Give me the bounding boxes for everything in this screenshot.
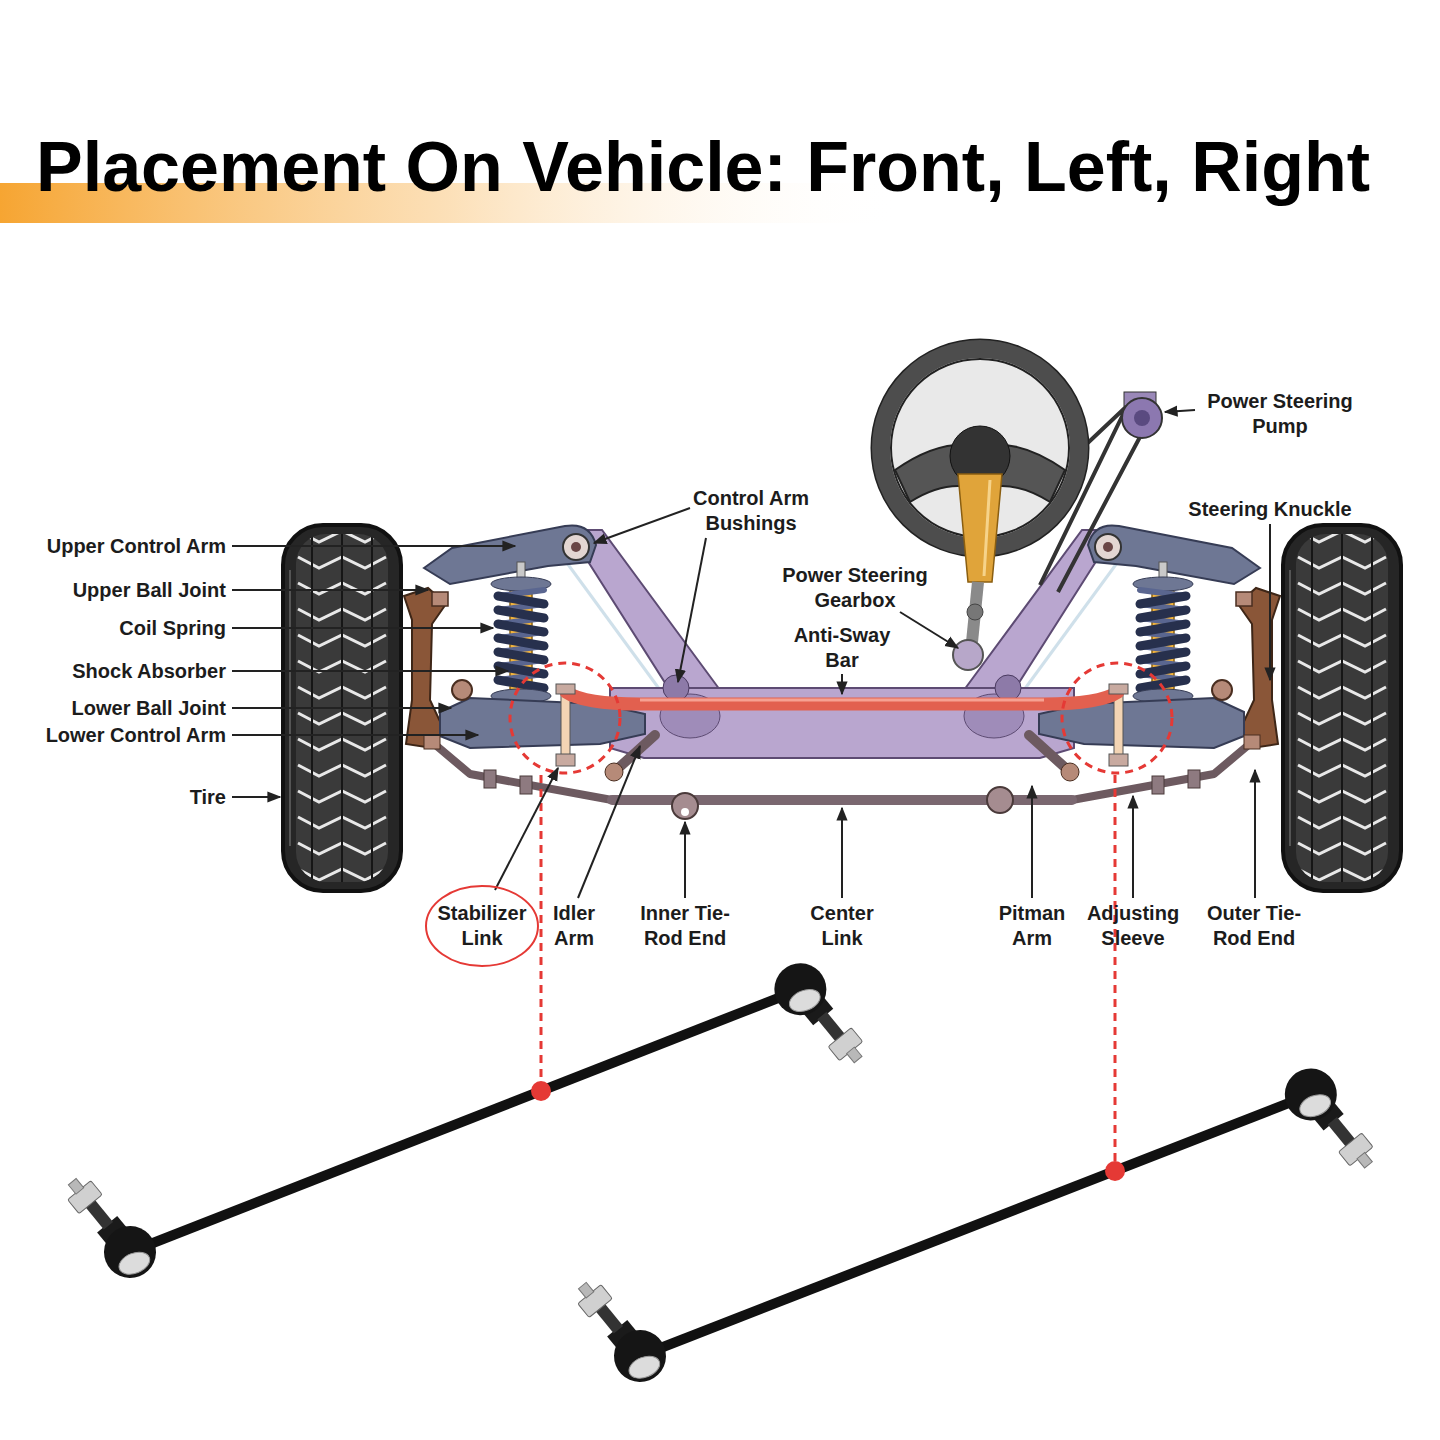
leader-line — [232, 589, 428, 591]
part-label: Tire — [0, 785, 226, 810]
placement-line — [540, 775, 543, 1091]
crossmember — [610, 688, 1074, 758]
part-label: Steering Knuckle — [1170, 497, 1370, 522]
leader-line — [900, 612, 958, 648]
tie-rod-joint — [987, 787, 1013, 813]
joint-pin — [681, 808, 689, 816]
part-label: Upper Ball Joint — [0, 578, 226, 603]
leader-line — [1031, 786, 1033, 898]
placement-line — [1114, 775, 1117, 1171]
part-label: Power Steering Gearbox — [770, 563, 940, 613]
pump-pulley — [1134, 410, 1150, 426]
bar-highlight — [640, 699, 1044, 702]
part-label: Power Steering Pump — [1195, 389, 1365, 439]
suspension-right — [1029, 525, 1280, 800]
part-label: Outer Tie-Rod End — [1192, 901, 1316, 951]
leader-line — [684, 822, 686, 898]
page-title: Placement On Vehicle: Front, Left, Right — [36, 127, 1370, 207]
part-label: Lower Ball Joint — [0, 696, 226, 721]
steering-gearbox — [953, 640, 983, 670]
leader-line — [841, 808, 843, 898]
part-label: Lower Control Arm — [0, 723, 226, 748]
leader-line — [232, 796, 280, 798]
leader-line — [1132, 796, 1134, 898]
callout-ellipse: Stabilizer Link — [424, 884, 540, 968]
leader-line — [495, 768, 558, 890]
u-joint — [967, 604, 983, 620]
frame-edge — [1024, 548, 1128, 690]
tire — [1283, 525, 1401, 891]
frame-edge — [556, 548, 660, 690]
steering-column — [958, 474, 1002, 582]
part-label: Upper Control Arm — [0, 534, 226, 559]
link-nut — [1109, 684, 1128, 694]
part-label: Coil Spring — [0, 616, 226, 641]
leader-line — [232, 670, 508, 672]
highlight-circle — [510, 663, 620, 773]
part-label: Idler Arm — [542, 901, 606, 951]
placement-dot — [531, 1081, 551, 1101]
column-highlight — [984, 480, 990, 576]
arm-mount — [663, 675, 689, 701]
power-steering-pump — [1122, 398, 1162, 438]
leader-lines — [232, 410, 1270, 898]
highlight-circle — [1062, 663, 1172, 773]
part-label: Inner Tie-Rod End — [623, 901, 747, 951]
leader-line — [1269, 524, 1271, 680]
suspension-left — [404, 525, 655, 800]
leader-line — [578, 746, 640, 898]
arm-mount — [995, 675, 1021, 701]
part-label: Adjusting Sleeve — [1078, 901, 1188, 951]
leader-line — [841, 674, 843, 694]
leader-line — [1254, 770, 1256, 898]
leader-line — [1165, 410, 1195, 412]
part-label: Pitman Arm — [992, 901, 1072, 951]
link-nut — [556, 684, 575, 694]
placement-dot — [1105, 1161, 1125, 1181]
leader-line — [232, 545, 515, 547]
part-label: Anti-Sway Bar — [787, 623, 897, 673]
part-label: Control Arm Bushings — [676, 486, 826, 536]
stabilizer-link-product — [57, 889, 873, 1352]
leader-line — [232, 734, 478, 736]
leader-line — [594, 508, 690, 543]
ellipse-outline — [426, 886, 538, 966]
leader-line — [232, 627, 493, 629]
part-label: Center Link — [802, 901, 882, 951]
stabilizer-link-product — [567, 994, 1383, 1440]
leader-line — [678, 538, 706, 682]
part-label: Shock Absorber — [0, 659, 226, 684]
tie-rod-joint — [672, 793, 698, 819]
node-text: Stabilizer Link — [432, 901, 532, 951]
leader-line — [232, 707, 451, 709]
ellipse-outline — [424, 884, 540, 968]
